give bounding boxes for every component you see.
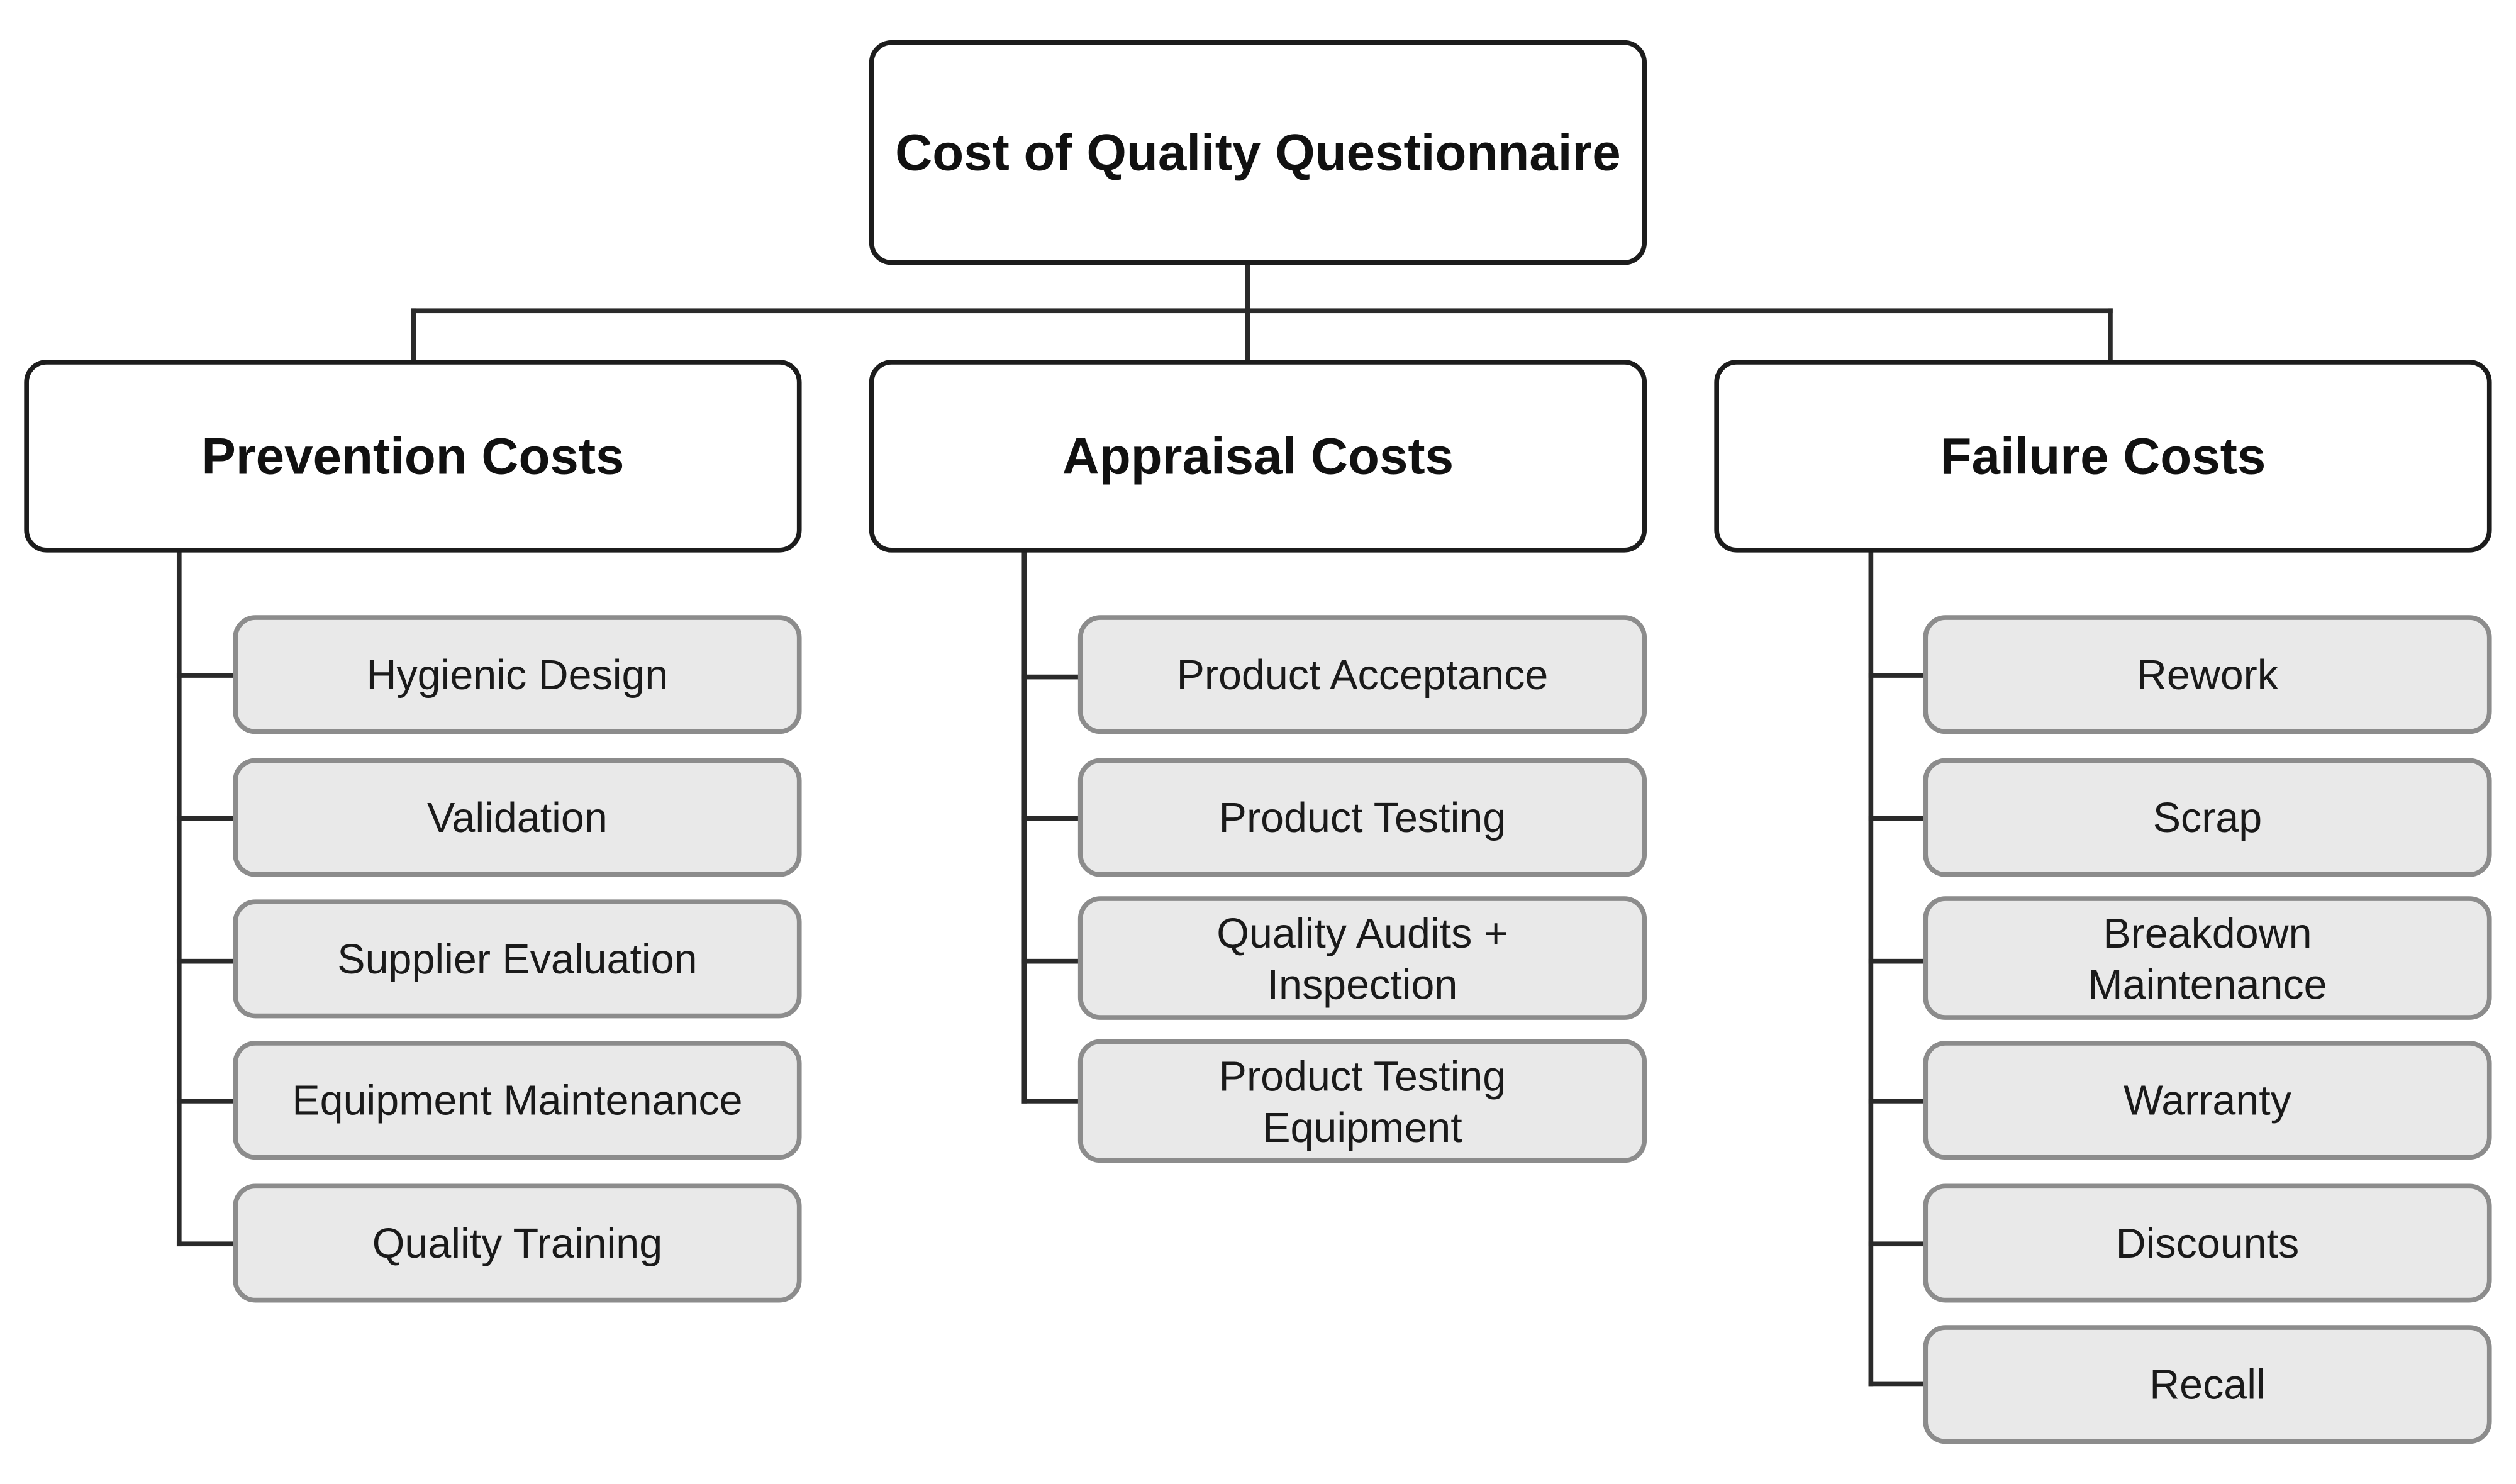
category-prevention: Prevention Costs xyxy=(24,360,802,553)
failure-item: Breakdown Maintenance xyxy=(1923,896,2492,1020)
failure-branch xyxy=(1868,816,1929,821)
failure-branch xyxy=(1868,1241,1929,1247)
prevention-item-label: Equipment Maintenance xyxy=(292,1076,743,1124)
connector-to-prevention xyxy=(411,308,416,362)
appraisal-branch xyxy=(1021,816,1081,821)
failure-item-label: Warranty xyxy=(2124,1076,2291,1124)
failure-item-label: Recall xyxy=(2149,1360,2266,1409)
prevention-branch xyxy=(176,816,237,821)
category-failure: Failure Costs xyxy=(1714,360,2492,553)
category-appraisal-label: Appraisal Costs xyxy=(1062,426,1454,485)
appraisal-item: Quality Audits + Inspection xyxy=(1077,896,1647,1020)
appraisal-spine xyxy=(1021,551,1027,1104)
failure-branch xyxy=(1868,673,1929,678)
prevention-spine xyxy=(176,551,182,1247)
prevention-branch xyxy=(176,958,237,964)
prevention-item: Equipment Maintenance xyxy=(233,1041,802,1160)
failure-branch xyxy=(1868,1099,1929,1104)
connector-root-down xyxy=(1245,265,1250,312)
failure-branch xyxy=(1868,1381,1929,1387)
appraisal-item-label: Quality Audits + Inspection xyxy=(1216,908,1508,1008)
root-node-label: Cost of Quality Questionnaire xyxy=(895,123,1621,181)
failure-item: Recall xyxy=(1923,1325,2492,1444)
prevention-item-label: Supplier Evaluation xyxy=(337,934,698,983)
category-prevention-label: Prevention Costs xyxy=(201,426,625,485)
failure-spine xyxy=(1868,551,1874,1387)
category-appraisal: Appraisal Costs xyxy=(869,360,1647,553)
prevention-item-label: Quality Training xyxy=(372,1219,663,1268)
appraisal-item-label: Product Testing xyxy=(1218,793,1506,842)
failure-item: Discounts xyxy=(1923,1183,2492,1303)
prevention-item-label: Validation xyxy=(427,793,608,842)
prevention-item: Quality Training xyxy=(233,1183,802,1303)
appraisal-item-label: Product Acceptance xyxy=(1176,650,1549,699)
prevention-item: Supplier Evaluation xyxy=(233,899,802,1019)
failure-item-label: Scrap xyxy=(2152,793,2263,842)
appraisal-item: Product Testing xyxy=(1077,758,1647,877)
failure-item: Rework xyxy=(1923,615,2492,734)
failure-item-label: Rework xyxy=(2136,650,2279,699)
prevention-branch xyxy=(176,1099,237,1104)
appraisal-item: Product Acceptance xyxy=(1077,615,1647,734)
failure-branch xyxy=(1868,958,1929,964)
failure-item-label: Discounts xyxy=(2115,1219,2300,1268)
prevention-item: Hygienic Design xyxy=(233,615,802,734)
prevention-item-label: Hygienic Design xyxy=(366,650,669,699)
connector-to-appraisal xyxy=(1245,308,1250,362)
prevention-item: Validation xyxy=(233,758,802,877)
appraisal-item-label: Product Testing Equipment xyxy=(1218,1051,1506,1151)
appraisal-branch xyxy=(1021,674,1081,680)
root-node: Cost of Quality Questionnaire xyxy=(869,40,1647,265)
connector-horizontal-bar xyxy=(411,308,2113,314)
appraisal-branch xyxy=(1021,958,1081,964)
prevention-branch xyxy=(176,673,237,678)
failure-item: Warranty xyxy=(1923,1041,2492,1160)
failure-item-label: Breakdown Maintenance xyxy=(2088,908,2327,1008)
connector-to-failure xyxy=(2108,308,2113,362)
appraisal-item: Product Testing Equipment xyxy=(1077,1039,1647,1163)
failure-item: Scrap xyxy=(1923,758,2492,877)
prevention-branch xyxy=(176,1241,237,1247)
category-failure-label: Failure Costs xyxy=(1940,426,2266,485)
appraisal-branch xyxy=(1021,1099,1081,1104)
